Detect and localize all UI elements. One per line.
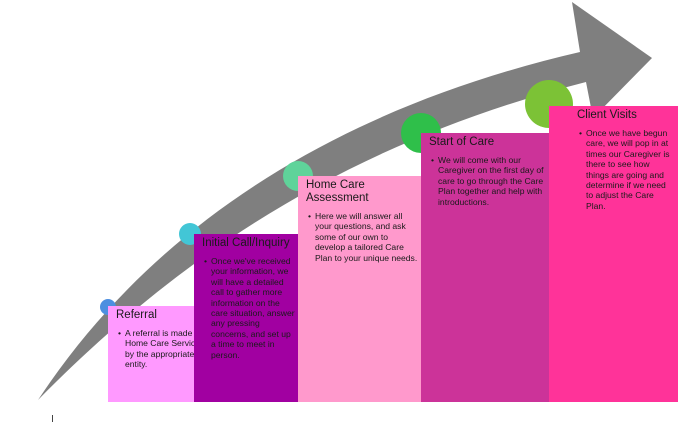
- step-title: Start of Care: [429, 136, 495, 148]
- baseline-tick: [52, 415, 53, 422]
- step-title: Client Visits: [577, 109, 637, 121]
- step-bullet: We will come with our Caregiver on the f…: [431, 155, 546, 207]
- step-home-care-assessment: Home Care Assessment Here we will answer…: [298, 176, 424, 402]
- step-title: Initial Call/Inquiry: [202, 237, 290, 249]
- step-bullet: Here we will answer all your questions, …: [308, 211, 418, 263]
- step-bullet: Once we have begun care, we will pop in …: [579, 128, 672, 211]
- arrow-body: [38, 2, 652, 400]
- step-bullet: Once we've received your information, we…: [204, 256, 295, 360]
- step-start-of-care: Start of Care We will come with our Care…: [421, 133, 552, 402]
- step-title: Home Care Assessment: [306, 179, 369, 204]
- step-title: Referral: [116, 309, 157, 321]
- step-client-visits: Client Visits Once we have begun care, w…: [549, 106, 678, 402]
- step-bullet: A referral is made for Home Care Service…: [118, 328, 213, 370]
- step-initial-call: Initial Call/Inquiry Once we've received…: [194, 234, 301, 402]
